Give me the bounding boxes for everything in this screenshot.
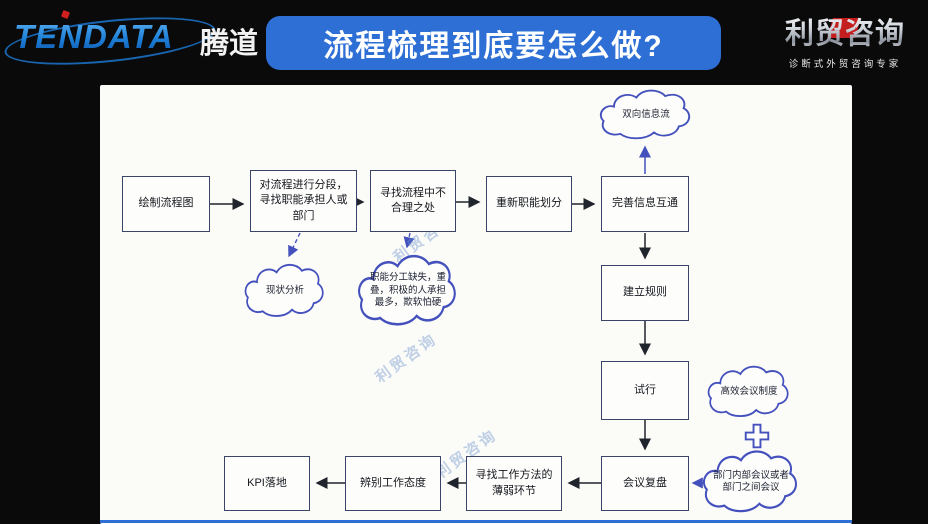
node-establish-rules: 建立规则	[601, 265, 689, 321]
node-improve-communication: 完善信息互通	[601, 176, 689, 232]
slide-title: 流程梳理到底要怎么做?	[266, 16, 721, 70]
node-label: 寻找流程中不合理之处	[380, 186, 446, 214]
node-label: 完善信息互通	[612, 197, 678, 210]
node-meeting-review: 会议复盘	[601, 456, 689, 511]
cloud-bidirectional-info-flow: 双向信息流	[598, 87, 694, 143]
node-segment-process: 对流程进行分段，寻找职能承担人或部门	[250, 170, 357, 232]
cloud-shape	[707, 365, 789, 418]
node-kpi-landing: KPI落地	[224, 456, 310, 511]
cloud-label: 部门内部会议或者部门之间会议	[712, 469, 789, 493]
node-label: 重新职能划分	[496, 197, 562, 210]
node-label: 辨别工作态度	[360, 476, 426, 489]
cloud-label: 现状分析	[265, 284, 304, 296]
node-label: 寻找工作方法的薄弱环节	[475, 469, 553, 497]
node-redivide-functions: 重新职能划分	[486, 176, 572, 232]
tendata-logo: TENDATA 腾道	[2, 9, 262, 73]
flowchart-canvas: 利贸咨询 利贸咨询 利贸咨询 绘制流程图 对流程进行分段，寻找职能承担人或部门 …	[100, 85, 852, 524]
node-label: 绘制流程图	[138, 197, 194, 210]
cloud-shape	[702, 450, 797, 513]
cloud-department-meetings: 部门内部会议或者部门之间会议	[701, 447, 801, 517]
node-label: 试行	[634, 383, 656, 396]
plus-icon	[744, 423, 770, 449]
cloud-role-division-problems: 职能分工缺失，重叠，积极的人承担最多，欺软怕硬	[356, 251, 460, 331]
cloud-label: 高效会议制度	[720, 385, 778, 397]
brand-name: TENDATA	[14, 18, 174, 55]
limao-logo: 利贸咨询 诊断式外贸咨询专家	[770, 10, 920, 70]
cloud-shape	[599, 89, 691, 140]
cloud-label: 双向信息流	[622, 108, 670, 120]
slide-footer-line	[100, 520, 852, 523]
node-label: 会议复盘	[623, 476, 667, 489]
node-identify-work-attitude: 辨别工作态度	[345, 456, 441, 511]
cloud-shape	[244, 263, 324, 317]
node-find-weak-work-methods: 寻找工作方法的薄弱环节	[466, 456, 562, 511]
watermark: 利贸咨询	[372, 330, 441, 387]
node-trial-run: 试行	[601, 361, 689, 420]
limao-logo-text: 利贸咨询	[770, 10, 920, 52]
node-label: 对流程进行分段，寻找职能承担人或部门	[259, 178, 348, 222]
cloud-efficient-meeting-system: 高效会议制度	[706, 363, 792, 421]
cloud-shape	[358, 254, 456, 326]
cloud-status-analysis: 现状分析	[243, 261, 327, 321]
limao-tagline: 诊断式外贸咨询专家	[788, 59, 902, 70]
node-draw-flowchart: 绘制流程图	[122, 176, 210, 232]
cloud-label: 职能分工缺失，重叠，积极的人承担最多，欺软怕硬	[369, 272, 446, 309]
node-find-unreasonable-points: 寻找流程中不合理之处	[370, 170, 456, 232]
brand-name-chinese: 腾道	[200, 28, 259, 60]
node-label: 建立规则	[623, 286, 667, 299]
node-label: KPI落地	[247, 476, 287, 489]
slide-title-text: 流程梳理到底要怎么做?	[323, 30, 664, 63]
